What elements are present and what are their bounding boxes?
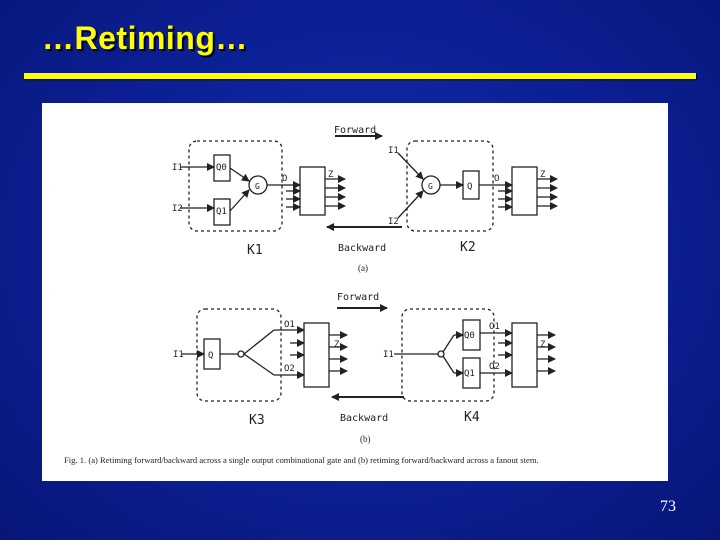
k1-input-i1: I1	[172, 163, 183, 173]
k3-o2-label: O2	[284, 364, 295, 374]
k1-latch-q1	[213, 198, 231, 226]
forward-label-b: Forward	[337, 292, 379, 303]
k4-o2-label: O2	[489, 362, 500, 372]
title-underline	[24, 73, 696, 79]
k2-z-label: Z	[540, 170, 546, 180]
k2-comb-block	[511, 166, 538, 216]
k3-name: K3	[249, 413, 265, 428]
k3-input-i1: I1	[173, 350, 184, 360]
k1-q1-label: Q1	[216, 207, 227, 217]
page-number: 73	[660, 498, 676, 515]
k3-comb-block	[303, 322, 330, 388]
part-a-label: (a)	[358, 263, 368, 273]
k3-z-label: Z	[334, 340, 340, 350]
k1-z-label: Z	[328, 170, 334, 180]
k4-latch-q0	[462, 319, 481, 351]
k4-z-label: Z	[540, 340, 546, 350]
k2-g-label: G	[428, 182, 433, 191]
k4-name: K4	[464, 410, 480, 425]
retiming-figure: I1 I2 Q0 Q1 G O Z K1 Forward Backward (a…	[42, 103, 668, 481]
figure-caption: Fig. 1. (a) Retiming forward/backward ac…	[64, 455, 539, 465]
k2-q-label: Q	[467, 182, 472, 192]
k4-boundary	[401, 308, 495, 402]
k2-name: K2	[460, 240, 476, 255]
k4-input-i1: I1	[383, 350, 394, 360]
k3-o1-label: O1	[284, 320, 295, 330]
part-b-label: (b)	[360, 434, 371, 444]
k1-name: K1	[247, 243, 263, 258]
k4-comb-block	[511, 322, 538, 388]
k2-boundary	[406, 140, 494, 232]
forward-label-a: Forward	[334, 125, 376, 136]
backward-label-b: Backward	[340, 413, 388, 424]
k1-boundary	[188, 140, 283, 232]
k1-comb-block	[299, 166, 326, 216]
k1-g-label: G	[255, 182, 260, 191]
k4-o1-label: O1	[489, 322, 500, 332]
slide-title: …Retiming…	[42, 20, 248, 56]
k3-q-label: Q	[208, 351, 213, 361]
k1-o-label: O	[282, 174, 287, 184]
k2-o-label: O	[494, 174, 499, 184]
retiming-diagram: I1 I2 Q0 Q1 G O Z K1 Forward Backward (a…	[64, 125, 558, 465]
k2-input-i1: I1	[388, 146, 399, 156]
backward-label-a: Backward	[338, 243, 386, 254]
k1-q0-label: Q0	[216, 163, 227, 173]
k1-input-i2: I2	[172, 204, 183, 214]
k2-input-i2: I2	[388, 217, 399, 227]
k4-q1-label: Q1	[464, 369, 475, 379]
k4-q0-label: Q0	[464, 331, 475, 341]
